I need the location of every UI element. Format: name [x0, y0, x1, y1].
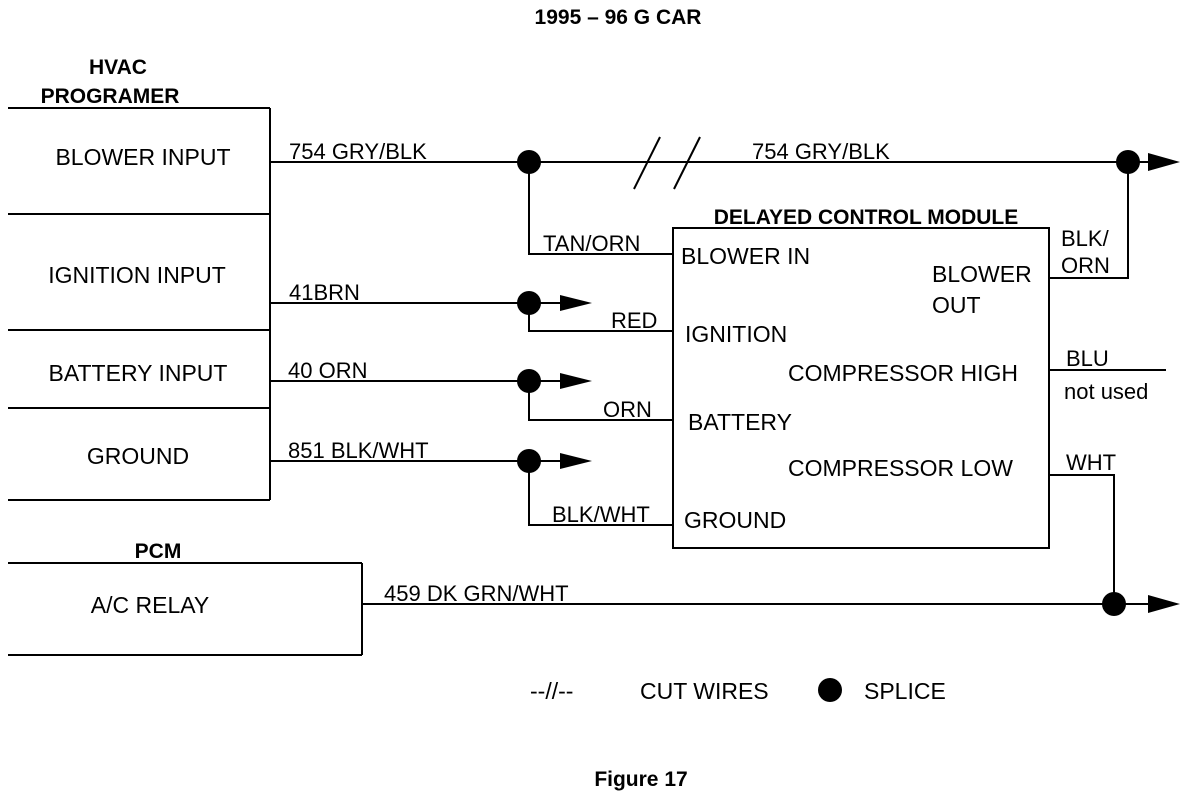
arrow-blower — [1148, 153, 1180, 171]
row-ignition-input: IGNITION INPUT — [48, 262, 226, 288]
pcm-box — [8, 562, 363, 656]
row-ac-relay: A/C RELAY — [91, 592, 209, 618]
row-ground: GROUND — [87, 443, 189, 469]
wire-label-not-used: not used — [1064, 379, 1148, 404]
hvac-header-line1: HVAC — [89, 56, 147, 79]
pin-compressor-high: COMPRESSOR HIGH — [788, 360, 1018, 386]
legend-splice-label: SPLICE — [864, 678, 946, 704]
cut-wire-mark — [633, 136, 701, 190]
wire-label-blower-right: 754 GRY/BLK — [752, 139, 890, 164]
figure-caption: Figure 17 — [594, 768, 687, 791]
splice-ac-relay — [1102, 592, 1126, 616]
wire-label-blk-orn-line2: ORN — [1061, 253, 1110, 278]
arrow-ground — [560, 453, 592, 469]
row-battery-input: BATTERY INPUT — [49, 360, 228, 386]
pcm-header: PCM — [135, 540, 182, 563]
delayed-control-module-box — [672, 227, 1050, 549]
pin-compressor-low: COMPRESSOR LOW — [788, 455, 1013, 481]
splice-blower — [517, 150, 541, 174]
pin-blower-out-line1: BLOWER — [932, 261, 1032, 287]
wire-label-blu: BLU — [1066, 346, 1109, 371]
splice-battery — [517, 369, 541, 393]
wire-label-blk-orn-line1: BLK/ — [1061, 226, 1110, 251]
wire-label-ignition: 41BRN — [289, 280, 360, 305]
hvac-header-line2: PROGRAMER — [41, 85, 180, 108]
splice-blower-out — [1116, 150, 1140, 174]
legend-cut-symbol: --//-- — [530, 678, 573, 704]
legend-splice-dot — [818, 678, 842, 702]
pin-blower-out-line2: OUT — [932, 292, 981, 318]
splice-ground — [517, 449, 541, 473]
pin-blower-in: BLOWER IN — [681, 243, 810, 269]
splice-ignition — [517, 291, 541, 315]
arrow-ac-relay — [1148, 595, 1180, 613]
wire-label-tan-orn: TAN/ORN — [543, 231, 640, 256]
diagram-title: 1995 – 96 G CAR — [535, 6, 702, 29]
wire-label-wht: WHT — [1066, 450, 1116, 475]
pin-ignition: IGNITION — [685, 321, 787, 347]
hvac-programmer-box — [8, 107, 271, 501]
wire-label-orn: ORN — [603, 397, 652, 422]
arrow-ignition — [560, 295, 592, 311]
pin-ground: GROUND — [684, 507, 786, 533]
splice-dots — [517, 150, 1140, 616]
wire-label-red: RED — [611, 308, 657, 333]
wire-label-blk-wht: BLK/WHT — [552, 502, 650, 527]
wire-label-battery: 40 ORN — [288, 358, 367, 383]
arrow-battery — [560, 373, 592, 389]
row-blower-input: BLOWER INPUT — [55, 144, 230, 170]
module-title: DELAYED CONTROL MODULE — [714, 206, 1019, 229]
legend-cut-label: CUT WIRES — [640, 678, 769, 704]
wire-label-blower-left: 754 GRY/BLK — [289, 139, 427, 164]
wire-label-ground: 851 BLK/WHT — [288, 438, 429, 463]
wire-arrows — [560, 153, 1180, 613]
pin-battery: BATTERY — [688, 409, 792, 435]
wire-label-ac-relay: 459 DK GRN/WHT — [384, 581, 569, 606]
